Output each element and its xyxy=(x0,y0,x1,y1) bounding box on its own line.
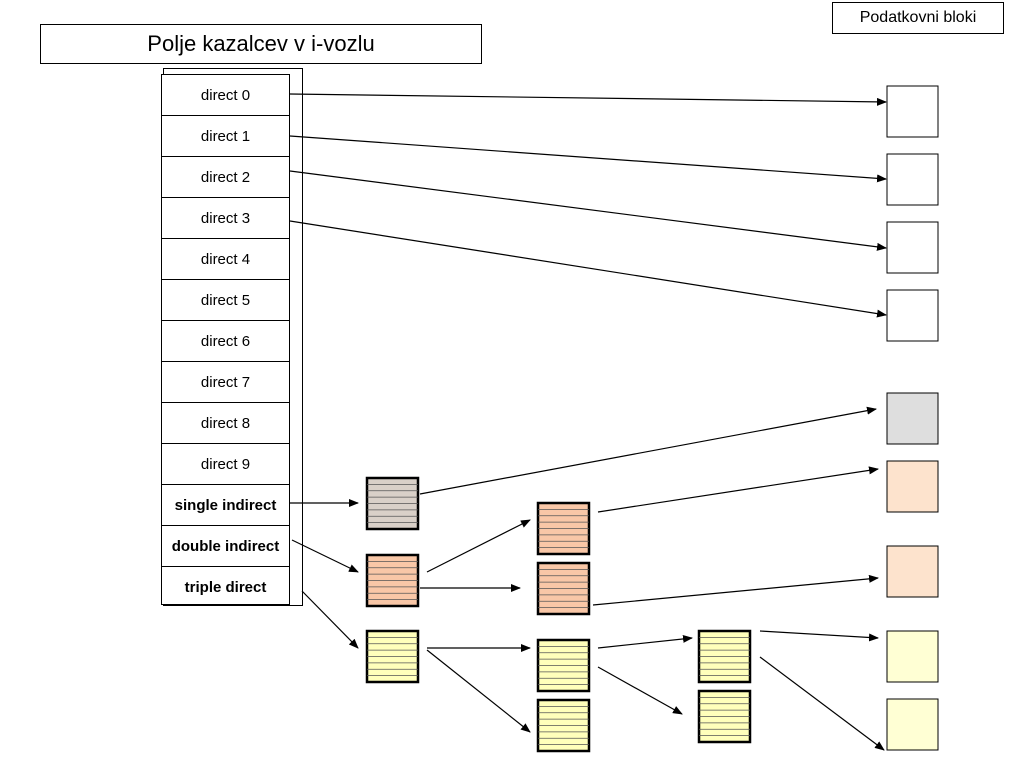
pointer-label: direct 7 xyxy=(200,373,251,391)
pointer-arrow xyxy=(419,406,877,495)
pointer-arrow xyxy=(291,539,359,573)
pointer-label: direct 5 xyxy=(200,291,251,309)
pointer-arrow xyxy=(597,634,693,649)
pointer-row: direct 5 xyxy=(162,280,289,321)
pointer-arrow xyxy=(597,466,879,513)
data-block xyxy=(886,153,939,206)
pointer-label: direct 0 xyxy=(200,86,251,104)
indirect-block xyxy=(536,501,591,556)
pointer-row: direct 0 xyxy=(162,75,289,116)
pointer-label: direct 6 xyxy=(200,332,251,350)
pointer-arrow xyxy=(289,170,887,251)
pointer-arrow xyxy=(289,220,887,318)
pointer-arrow xyxy=(597,666,683,715)
pointer-row: direct 2 xyxy=(162,157,289,198)
pointer-arrow xyxy=(426,649,531,733)
data-block xyxy=(886,392,939,445)
indirect-block xyxy=(536,698,591,753)
pointer-label: single indirect xyxy=(174,496,277,514)
pointer-row: triple direct xyxy=(162,567,289,608)
pointer-arrow xyxy=(759,630,879,642)
pointer-row: direct 8 xyxy=(162,403,289,444)
data-block xyxy=(886,698,939,751)
indirect-block xyxy=(697,689,752,744)
pointer-label: double indirect xyxy=(171,537,280,555)
pointer-arrow xyxy=(289,135,887,183)
data-block xyxy=(886,221,939,274)
pointer-arrow xyxy=(301,590,359,649)
indirect-block xyxy=(365,553,420,608)
pointer-table: direct 0 direct 1 direct 2 direct 3 direct 4… xyxy=(161,74,290,605)
pointer-row: direct 4 xyxy=(162,239,289,280)
pointer-row: direct 3 xyxy=(162,198,289,239)
pointer-label: direct 9 xyxy=(200,455,251,473)
pointer-label: triple direct xyxy=(184,579,267,596)
pointer-label: direct 8 xyxy=(200,414,251,432)
data-block xyxy=(886,85,939,138)
pointer-arrow xyxy=(289,93,887,106)
pointer-row: direct 6 xyxy=(162,321,289,362)
inode-pointer-array-title: Polje kazalcev v i-vozlu xyxy=(40,24,482,64)
indirect-block xyxy=(697,629,752,684)
legend-text: Podatkovni bloki xyxy=(859,9,977,26)
pointer-arrow xyxy=(592,574,879,606)
arrows xyxy=(289,93,887,751)
data-blocks-legend: Podatkovni bloki xyxy=(832,2,1004,34)
pointer-row: direct 1 xyxy=(162,116,289,157)
pointer-arrow xyxy=(759,656,885,751)
indirect-block xyxy=(365,476,420,531)
indirect-block xyxy=(536,561,591,616)
pointer-label: direct 3 xyxy=(200,209,251,227)
pointer-row: double indirect xyxy=(162,526,289,567)
pointer-label: direct 1 xyxy=(200,127,251,145)
title-text: Polje kazalcev v i-vozlu xyxy=(147,31,375,56)
pointer-row: direct 7 xyxy=(162,362,289,403)
indirect-block xyxy=(365,629,420,684)
pointer-label: direct 4 xyxy=(200,250,251,268)
pointer-row: direct 9 xyxy=(162,444,289,485)
pointer-row: single indirect xyxy=(162,485,289,526)
data-block xyxy=(886,460,939,513)
indirect-block xyxy=(536,638,591,693)
data-block xyxy=(886,545,939,598)
pointer-label: direct 2 xyxy=(200,168,251,186)
blocks xyxy=(365,85,939,753)
data-block xyxy=(886,289,939,342)
pointer-arrow xyxy=(426,519,531,573)
data-block xyxy=(886,630,939,683)
